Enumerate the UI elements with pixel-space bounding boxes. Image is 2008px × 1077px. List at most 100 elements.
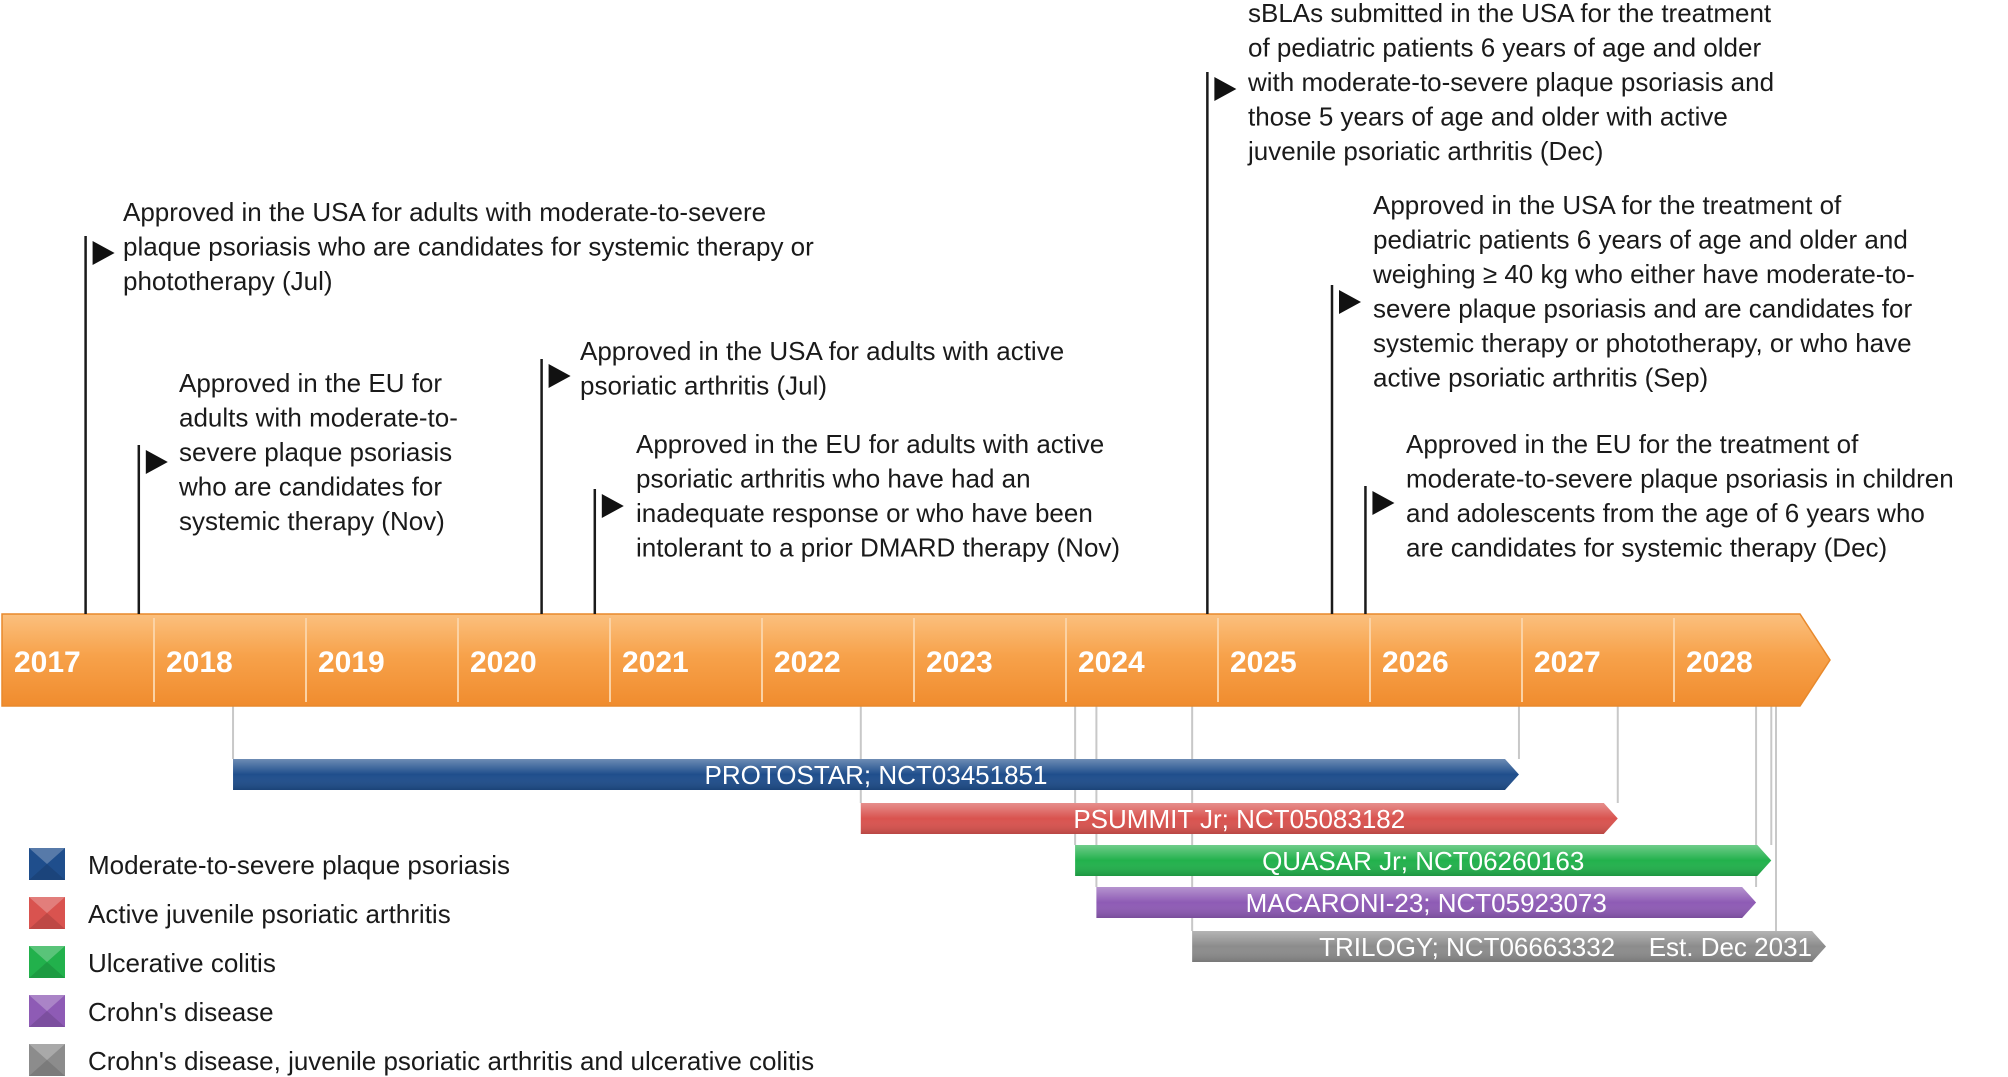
milestone-text-line: plaque psoriasis who are candidates for … [123,232,814,262]
legend-label: Crohn's disease, juvenile psoriatic arth… [88,1046,814,1076]
milestone-text-line: Approved in the EU for the treatment of [1406,429,1859,459]
legend-swatch-shadow [29,1060,65,1076]
legend-item: Moderate-to-severe plaque psoriasis [29,848,510,880]
timeline-bar: 2017 2018 2019 2020 2021 2022 2023 2024 2025 2026… [1,613,1831,707]
milestone-text-line: Approved in the EU for [179,368,442,398]
trial-bar-1: PSUMMIT Jr; NCT05083182 [860,803,1618,834]
trial-label: QUASAR Jr; NCT06260163 [1262,846,1584,876]
legend-item: Active juvenile psoriatic arthritis [29,897,451,929]
milestone-annotations: Approved in the USA for adults with mode… [84,0,1954,614]
milestone-text-line: who are candidates for [178,472,442,502]
flag-icon [548,364,571,388]
legend-swatch-shine [29,848,65,864]
legend-item: Crohn's disease, juvenile psoriatic arth… [29,1044,814,1076]
legend-swatch-shadow [29,1011,65,1027]
legend-swatch-shine [29,1044,65,1060]
milestone-text-line: severe plaque psoriasis [179,437,452,467]
milestone-eu-psoriasis-adults: Approved in the EU for adults with modera… [137,368,458,614]
milestone-text-line: are candidates for systemic therapy (Dec… [1406,533,1887,563]
trial-label: PSUMMIT Jr; NCT05083182 [1073,804,1405,834]
year-label: 2025 [1230,646,1297,679]
legend: Moderate-to-severe plaque psoriasisActiv… [29,848,814,1076]
legend-swatch [29,1044,65,1076]
milestone-text-line: Approved in the EU for adults with activ… [636,429,1104,459]
year-label: 2024 [1078,646,1145,679]
legend-swatch [29,995,65,1027]
legend-swatch-shine [29,995,65,1011]
flag-icon [601,494,624,518]
legend-swatch [29,897,65,929]
milestone-text-line: of pediatric patients 6 years of age and… [1248,33,1761,63]
legend-label: Active juvenile psoriatic arthritis [88,899,451,929]
milestone-usa-psoriasis-adults: Approved in the USA for adults with mode… [84,197,814,614]
milestone-text-line: inadequate response or who have been [636,498,1093,528]
milestone-usa-psa-adults: Approved in the USA for adults with acti… [540,336,1064,614]
trial-bar-0: PROTOSTAR; NCT03451851 [233,759,1519,790]
milestone-eu-pediatric: Approved in the EU for the treatment of m… [1364,429,1954,614]
milestone-text-line: active psoriatic arthritis (Sep) [1373,363,1708,393]
year-label: 2018 [166,646,233,679]
trial-arrow-shade [1096,887,1757,918]
trial-label: TRILOGY; NCT06663332 [1319,932,1615,962]
flag-icon [145,450,168,474]
milestone-text-line: those 5 years of age and older with acti… [1248,102,1728,132]
legend-swatch-shine [29,946,65,962]
year-label: 2019 [318,646,385,679]
trial-arrow-shade [1075,845,1772,876]
milestone-text-line: weighing ≥ 40 kg who either have moderat… [1372,259,1915,289]
milestone-eu-psa-adults: Approved in the EU for adults with activ… [593,429,1120,614]
milestone-text-line: and adolescents from the age of 6 years … [1406,498,1925,528]
flag-icon [1339,290,1361,314]
year-label: 2026 [1382,646,1449,679]
trial-label: PROTOSTAR; NCT03451851 [705,760,1048,790]
milestone-text-line: severe plaque psoriasis and are candidat… [1373,294,1912,324]
milestone-text-line: psoriatic arthritis who have had an [636,464,1031,494]
trial-end-note: Est. Dec 2031 [1649,932,1812,962]
year-label: 2021 [622,646,689,679]
milestone-text-line: systemic therapy or phototherapy, or who… [1373,328,1912,358]
legend-label: Moderate-to-severe plaque psoriasis [88,850,510,880]
milestone-text-line: psoriatic arthritis (Jul) [580,371,827,401]
legend-swatch-shadow [29,913,65,929]
legend-item: Crohn's disease [29,995,274,1027]
milestone-text-line: phototherapy (Jul) [123,266,333,296]
milestone-text-line: sBLAs submitted in the USA for the treat… [1248,0,1772,28]
milestone-text-line: Approved in the USA for the treatment of [1373,190,1842,220]
trial-arrow-shade [1192,931,1826,962]
trial-label: MACARONI-23; NCT05923073 [1246,888,1607,918]
year-label: 2017 [14,646,81,679]
milestone-text-line: adults with moderate-to- [179,403,458,433]
milestone-text-line: Approved in the USA for adults with mode… [123,197,766,227]
trial-bar-2: QUASAR Jr; NCT06260163 [1075,845,1772,876]
milestone-text-line: systemic therapy (Nov) [179,506,445,536]
trial-bar-3: MACARONI-23; NCT05923073 [1096,887,1757,918]
milestone-text-line: pediatric patients 6 years of age and ol… [1373,225,1908,255]
flag-icon [1214,77,1237,101]
flag-icon [1372,491,1395,515]
milestone-text-line: intolerant to a prior DMARD therapy (Nov… [636,533,1120,563]
milestone-sbla-pediatric: sBLAs submitted in the USA for the treat… [1206,0,1774,614]
legend-swatch-shadow [29,962,65,978]
year-label: 2023 [926,646,993,679]
milestone-text-line: Approved in the USA for adults with acti… [580,336,1064,366]
trial-bar-4: TRILOGY; NCT06663332 Est. Dec 2031 [1192,931,1826,962]
legend-label: Ulcerative colitis [88,948,276,978]
year-label: 2028 [1686,646,1753,679]
trial-arrow-shade [233,759,1519,790]
flag-icon [92,241,115,265]
trial-arrow-shade [860,803,1618,834]
milestone-text-line: juvenile psoriatic arthritis (Dec) [1247,136,1603,166]
legend-swatch [29,848,65,880]
milestone-text-line: moderate-to-severe plaque psoriasis in c… [1406,464,1954,494]
year-label: 2020 [470,646,537,679]
milestone-text-line: with moderate-to-severe plaque psoriasis… [1247,67,1774,97]
legend-swatch-shadow [29,864,65,880]
milestone-usa-pediatric: Approved in the USA for the treatment of… [1330,190,1915,614]
legend-item: Ulcerative colitis [29,946,276,978]
legend-swatch-shine [29,897,65,913]
year-label: 2027 [1534,646,1601,679]
legend-swatch [29,946,65,978]
year-label: 2022 [774,646,841,679]
